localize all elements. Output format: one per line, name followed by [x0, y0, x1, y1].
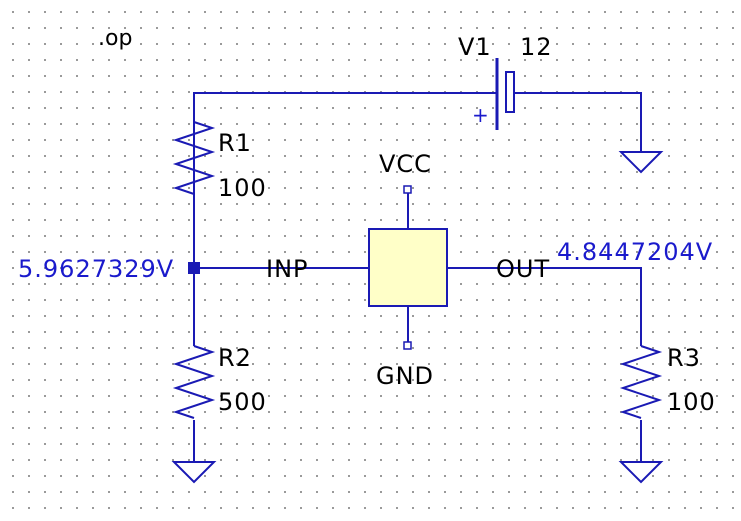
vcc-pin-label: VCC — [379, 150, 432, 178]
v1-plus-sign: + — [472, 103, 490, 127]
r3-name: R3 — [667, 344, 701, 372]
ground-icon — [618, 461, 664, 484]
resistor-r1[interactable] — [172, 93, 216, 268]
op-directive[interactable]: .op — [98, 26, 132, 51]
battery-plate-short — [505, 71, 515, 113]
r2-name: R2 — [218, 344, 252, 372]
v1-name: V1 — [458, 33, 492, 61]
ground-icon — [618, 151, 664, 174]
ground-icon — [171, 461, 217, 484]
gnd-pin — [403, 341, 412, 350]
inp-voltage: 5.9627329V — [18, 255, 174, 283]
r1-name: R1 — [218, 129, 252, 157]
r3-value: 100 — [667, 388, 716, 416]
gnd-pin-label: GND — [376, 362, 434, 390]
r1-value: 100 — [218, 174, 267, 202]
out-voltage: 4.8447204V — [557, 238, 713, 266]
amplifier-block[interactable] — [368, 185, 448, 350]
vcc-pin — [403, 185, 412, 194]
out-net-label[interactable]: OUT — [496, 255, 550, 283]
r2-value: 500 — [218, 388, 267, 416]
resistor-r2[interactable] — [172, 268, 216, 419]
wire-v1-to-ground — [514, 92, 642, 152]
resistor-r3[interactable] — [619, 345, 663, 419]
v1-value: 12 — [520, 33, 553, 61]
block-body — [368, 228, 448, 307]
inp-net-label[interactable]: INP — [266, 255, 309, 283]
wire-out — [447, 267, 642, 346]
